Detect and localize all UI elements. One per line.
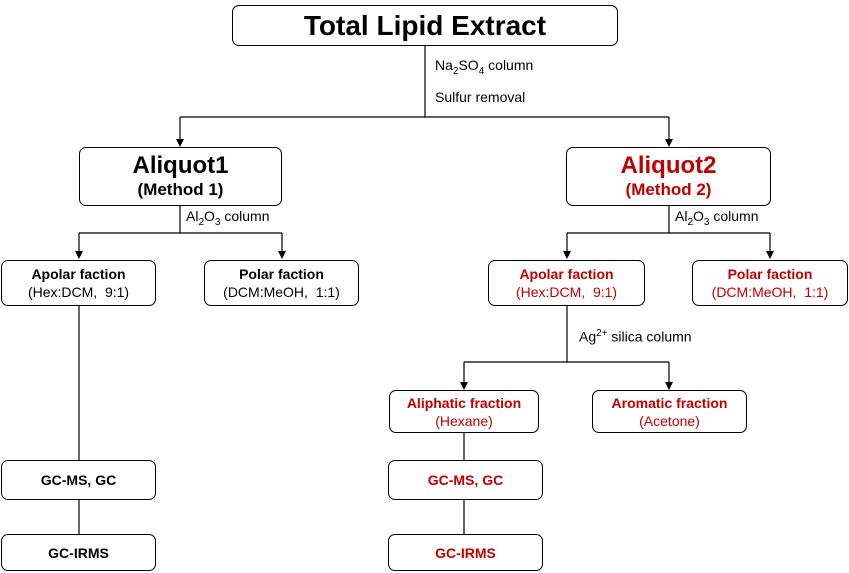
al2o3-column-label-1: Al2O3 column xyxy=(186,208,270,228)
aliquot2-title: Aliquot2 xyxy=(620,151,717,179)
total-lipid-extract-title: Total Lipid Extract xyxy=(303,9,547,41)
aromatic-solvent: (Acetone) xyxy=(639,412,700,429)
m2-polar-solvent: (DCM:MeOH, 1:1) xyxy=(711,284,829,300)
m1-apolar-solvent: (Hex:DCM, 9:1) xyxy=(27,284,130,300)
aliquot1-title: Aliquot1 xyxy=(132,151,229,179)
m2-apolar-solvent: (Hex:DCM, 9:1) xyxy=(515,284,618,300)
m2-gcms-label: GC-MS, GC xyxy=(427,472,504,488)
aromatic-title: Aromatic fraction xyxy=(611,394,728,411)
m1-polar-fraction-box: Polar faction (DCM:MeOH, 1:1) xyxy=(204,260,359,306)
m2-apolar-title: Apolar faction xyxy=(519,266,614,282)
sulfur-removal-label: Sulfur removal xyxy=(435,89,526,105)
aliphatic-fraction-box: Aliphatic fraction (Hexane) xyxy=(389,390,539,433)
aromatic-fraction-box: Aromatic fraction (Acetone) xyxy=(592,390,747,433)
aliphatic-solvent: (Hexane) xyxy=(435,412,493,429)
m1-polar-title: Polar faction xyxy=(239,266,324,282)
m2-polar-fraction-box: Polar faction (DCM:MeOH, 1:1) xyxy=(692,260,848,306)
al2o3-column-label-2: Al2O3 column xyxy=(675,208,759,228)
aliquot1-box: Aliquot1 (Method 1) xyxy=(79,147,282,206)
m2-polar-title: Polar faction xyxy=(727,266,813,282)
m1-gcms-box: GC-MS, GC xyxy=(1,460,156,500)
m2-gcirms-box: GC-IRMS xyxy=(388,534,543,571)
m1-gcirms-box: GC-IRMS xyxy=(1,534,156,571)
m1-polar-solvent: (DCM:MeOH, 1:1) xyxy=(223,284,340,300)
m2-apolar-fraction-box: Apolar faction (Hex:DCM, 9:1) xyxy=(488,260,645,306)
aliquot2-method: (Method 2) xyxy=(625,179,712,199)
m2-gcms-box: GC-MS, GC xyxy=(388,460,543,500)
aliquot1-method: (Method 1) xyxy=(137,179,224,199)
na2so4-column-label: Na2SO4 column xyxy=(435,57,534,77)
m1-gcms-label: GC-MS, GC xyxy=(40,472,117,488)
m1-apolar-fraction-box: Apolar faction (Hex:DCM, 9:1) xyxy=(1,260,156,306)
m1-apolar-title: Apolar faction xyxy=(31,266,126,282)
m2-gcirms-label: GC-IRMS xyxy=(435,544,496,561)
aliphatic-title: Aliphatic fraction xyxy=(406,394,522,411)
m1-gcirms-label: GC-IRMS xyxy=(48,544,109,561)
aliquot2-box: Aliquot2 (Method 2) xyxy=(566,147,771,206)
ag-silica-column-label: Ag2+ silica column xyxy=(579,328,692,345)
total-lipid-extract-box: Total Lipid Extract xyxy=(232,5,618,46)
